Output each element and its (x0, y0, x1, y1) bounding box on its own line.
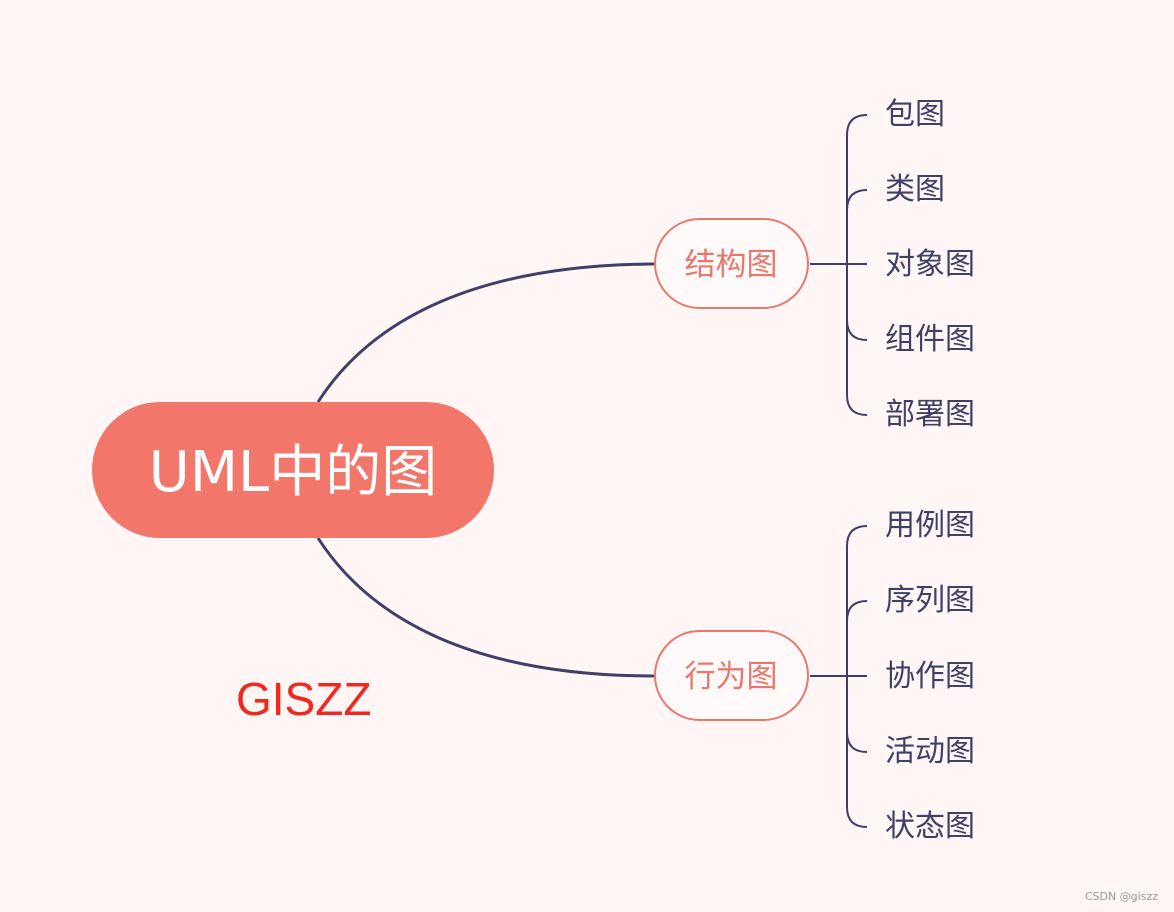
leaf-node[interactable]: 部署图 (885, 397, 975, 432)
leaf-node[interactable]: 序列图 (885, 583, 975, 618)
branch-node-structural[interactable]: 结构图 (654, 218, 809, 309)
leaf-node[interactable]: 用例图 (885, 508, 975, 543)
leaf-node[interactable]: 协作图 (885, 659, 975, 694)
root-to-structural-connector (316, 262, 655, 403)
leaf-node[interactable]: 状态图 (885, 809, 975, 844)
root-label: UML中的图 (149, 440, 438, 505)
behavioral-bracket (810, 525, 868, 828)
leaf-node[interactable]: 组件图 (885, 322, 975, 357)
root-to-behavioral-connector (316, 537, 655, 678)
leaf-node[interactable]: 对象图 (885, 247, 975, 282)
branch-label-behavioral: 行为图 (685, 659, 778, 695)
root-node[interactable]: UML中的图 (92, 402, 494, 538)
leaf-node[interactable]: 类图 (885, 172, 945, 207)
structural-bracket (810, 114, 868, 416)
footer-credit: CSDN @giszz (1085, 890, 1158, 903)
branch-label-structural: 结构图 (685, 247, 778, 283)
watermark-text: GISZZ (236, 673, 371, 725)
leaf-node[interactable]: 活动图 (885, 734, 975, 769)
leaf-node[interactable]: 包图 (885, 97, 945, 132)
branch-node-behavioral[interactable]: 行为图 (654, 630, 809, 721)
